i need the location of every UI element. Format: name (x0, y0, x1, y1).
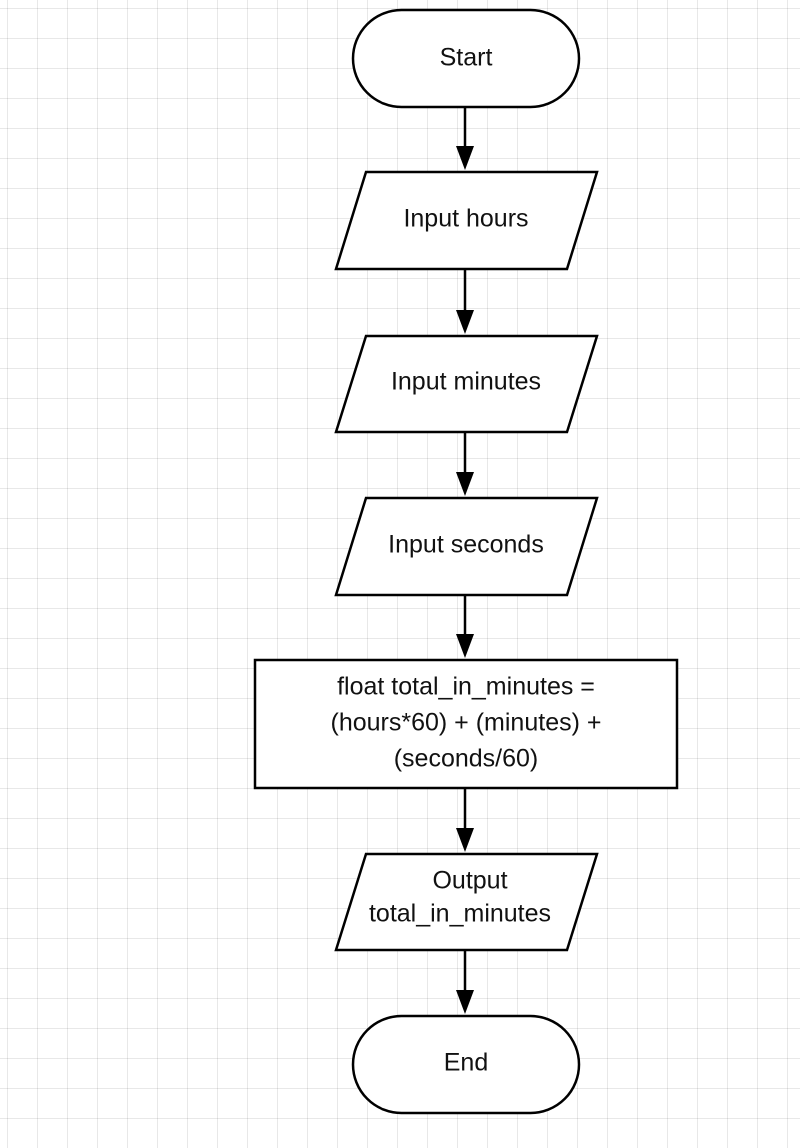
start-label: Start (440, 44, 493, 72)
connector-minutes-to-seconds (456, 433, 474, 496)
process-line-2: (hours*60) + (minutes) + (331, 709, 602, 737)
output-line-1: Output (432, 867, 507, 895)
input-minutes-node: Input minutes (334, 334, 599, 434)
process-node: float total_in_minutes = (hours*60) + (m… (253, 658, 679, 790)
input-minutes-label: Input minutes (391, 368, 541, 396)
input-seconds-node: Input seconds (334, 496, 599, 597)
process-line-1: float total_in_minutes = (337, 673, 595, 701)
process-line-3: (seconds/60) (394, 745, 539, 773)
input-hours-node: Input hours (334, 170, 599, 271)
output-line-2: total_in_minutes (369, 900, 551, 928)
connector-start-to-hours (456, 108, 474, 170)
connector-hours-to-minutes (456, 270, 474, 334)
connector-seconds-to-process (456, 596, 474, 658)
connector-process-to-output (456, 788, 474, 852)
input-seconds-label: Input seconds (388, 531, 544, 559)
connector-output-to-end (456, 951, 474, 1014)
output-node: Output total_in_minutes (334, 852, 599, 952)
end-label: End (444, 1049, 488, 1077)
input-hours-label: Input hours (403, 205, 528, 233)
end-terminator: End (351, 1014, 581, 1115)
start-terminator: Start (351, 8, 581, 109)
